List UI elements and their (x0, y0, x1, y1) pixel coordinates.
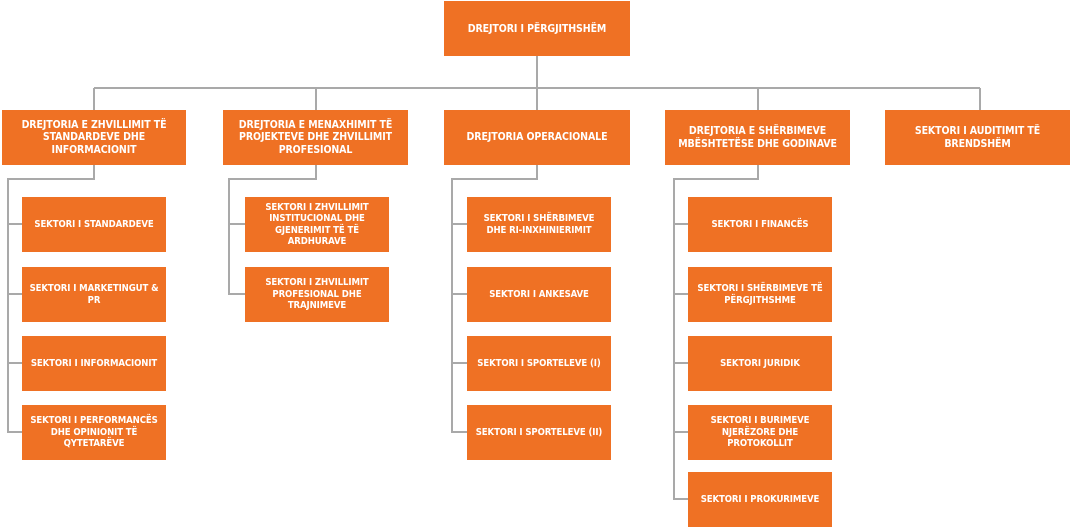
sector-box: SEKTORI I PROKURIMEVE (688, 472, 832, 527)
sector-box: SEKTORI I SHËRBIMEVE DHE RI-INXHINIERIMI… (467, 197, 611, 252)
sector-box: SEKTORI I ANKESAVE (467, 267, 611, 322)
sector-box: SEKTORI I BURIMEVE NJERËZORE DHE PROTOKO… (688, 405, 832, 460)
directorate-box: SEKTORI I AUDITIMIT TË BRENDSHËM (885, 110, 1070, 165)
connector-line (673, 165, 759, 500)
sector-box: SEKTORI I FINANCËS (688, 197, 832, 252)
sector-box: SEKTORI JURIDIK (688, 336, 832, 391)
connector-line (7, 165, 95, 433)
directorate-box: DREJTORIA E ZHVILLIMIT TË STANDARDEVE DH… (2, 110, 186, 165)
directorate-box: DREJTORIA OPERACIONALE (444, 110, 630, 165)
sector-box: SEKTORI I SHËRBIMEVE TË PËRGJITHSHME (688, 267, 832, 322)
sector-box: SEKTORI I SPORTELEVE (II) (467, 405, 611, 460)
sector-box: SEKTORI I STANDARDEVE (22, 197, 166, 252)
sector-box: SEKTORI I PERFORMANCËS DHE OPINIONIT TË … (22, 405, 166, 460)
connector-line (451, 165, 538, 433)
sector-box: SEKTORI I ZHVILLIMIT INSTITUCIONAL DHE G… (245, 197, 389, 252)
sector-box: SEKTORI I SPORTELEVE (I) (467, 336, 611, 391)
directorate-box: DREJTORIA E MENAXHIMIT TË PROJEKTEVE DHE… (223, 110, 408, 165)
sector-box: SEKTORI I ZHVILLIMIT PROFESIONAL DHE TRA… (245, 267, 389, 322)
directorate-box: DREJTORIA E SHËRBIMEVE MBËSHTETËSE DHE G… (665, 110, 850, 165)
sector-box: SEKTORI I INFORMACIONIT (22, 336, 166, 391)
root-box: DREJTORI I PËRGJITHSHËM (444, 1, 630, 56)
connector-line (228, 165, 317, 295)
sector-box: SEKTORI I MARKETINGUT & PR (22, 267, 166, 322)
